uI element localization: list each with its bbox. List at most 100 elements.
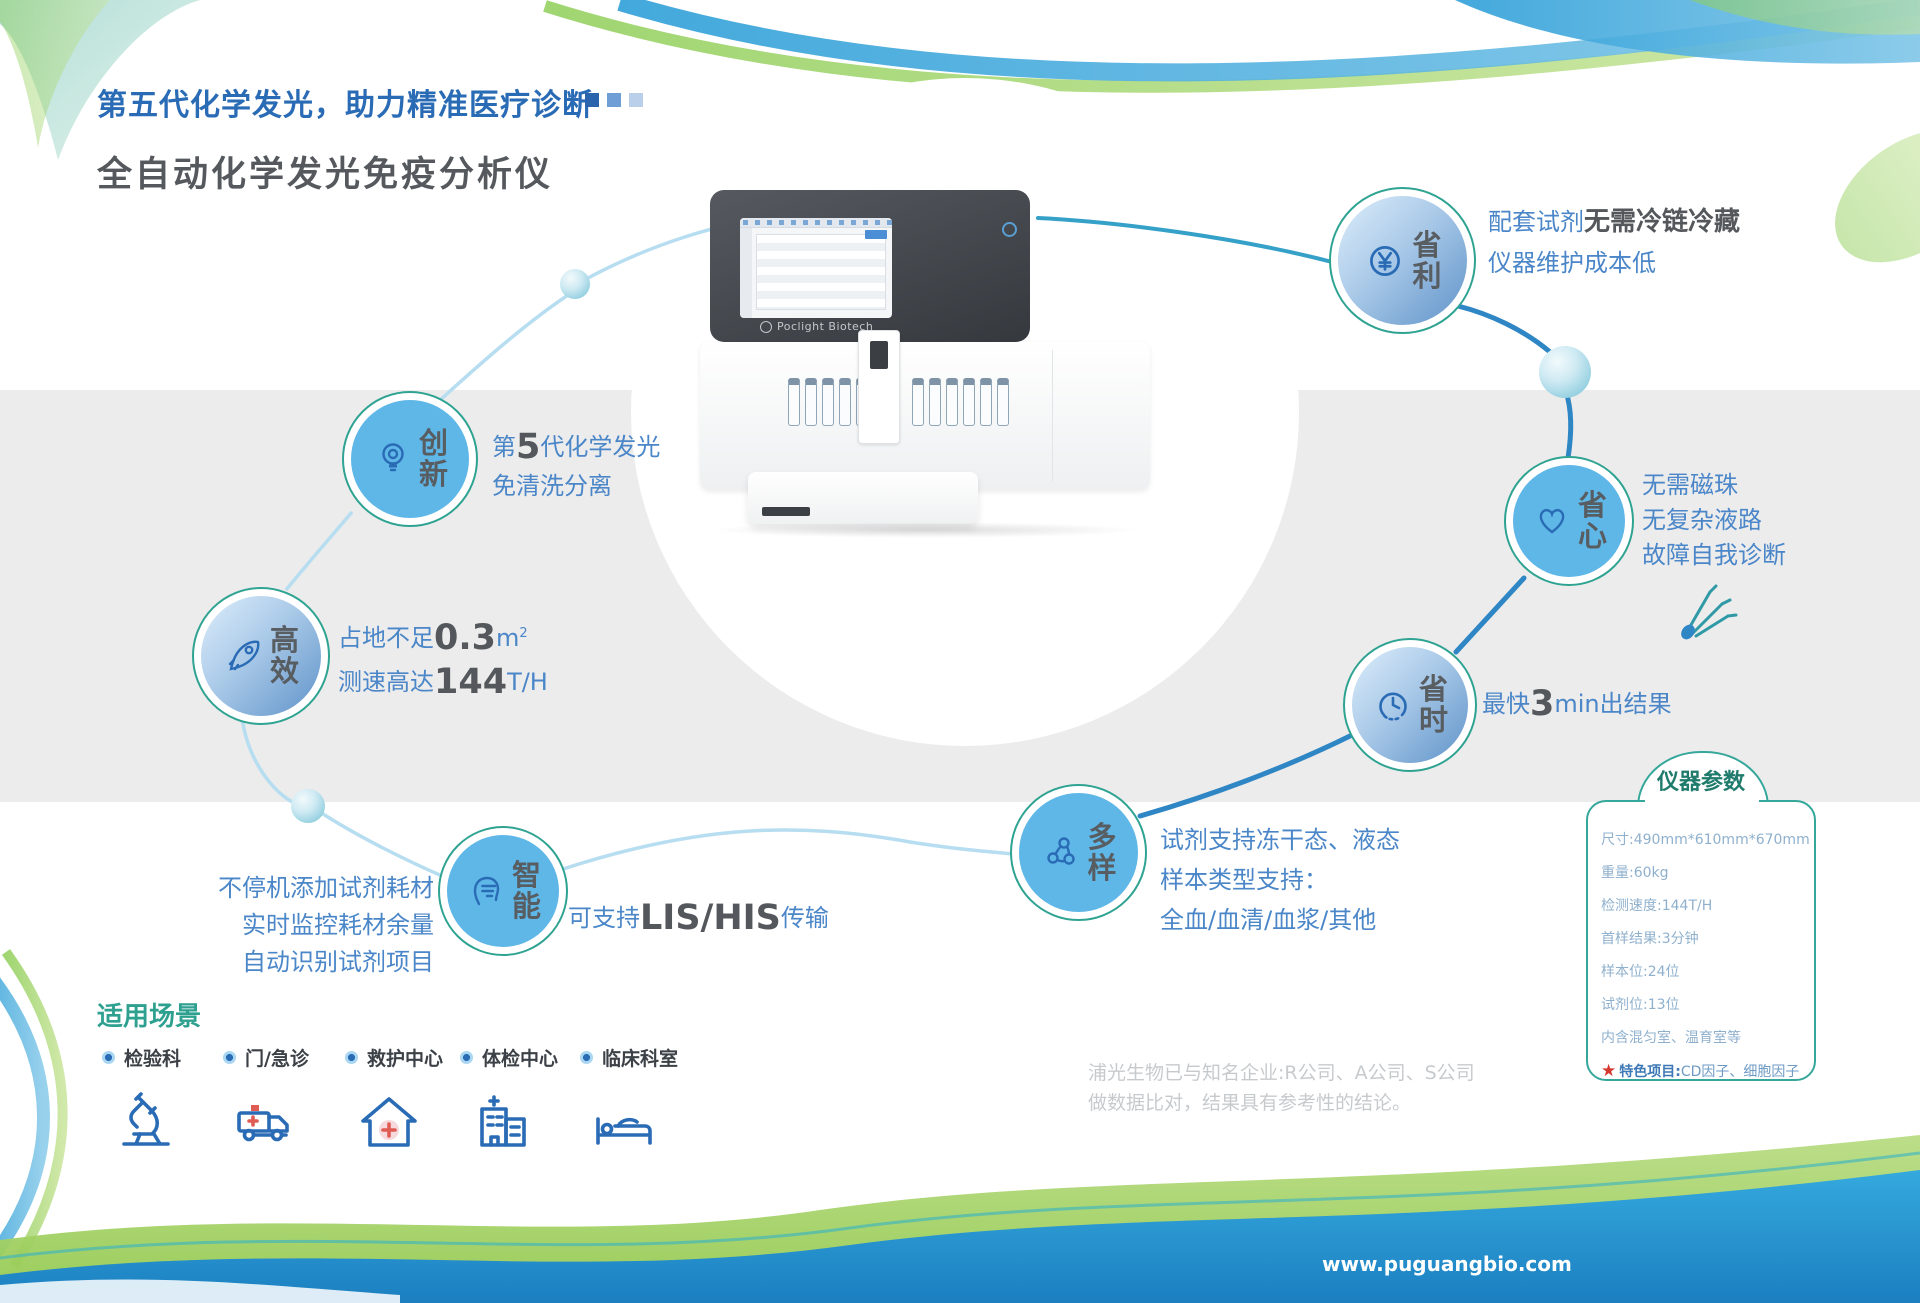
param-item: 样本位:24位 bbox=[1601, 964, 1680, 980]
seg-sup: 2 bbox=[519, 626, 528, 641]
bullet-icon bbox=[223, 1051, 236, 1064]
medical-house-icon bbox=[361, 1097, 417, 1147]
feature-smart-left-text: 不停机添加试剂耗材 实时监控耗材余量 自动识别试剂项目 bbox=[198, 870, 434, 981]
badge-worry-free: 省心 bbox=[1504, 456, 1634, 586]
scenario-label: 体检中心 bbox=[482, 1048, 559, 1070]
scenario-emergency: 门/急诊 bbox=[223, 1044, 353, 1163]
badge-efficiency-circle: 高效 bbox=[201, 596, 321, 716]
feature-line: 样本类型支持： bbox=[1160, 866, 1328, 894]
badge-variety-circle: 多样 bbox=[1019, 793, 1138, 912]
scenarios-title: 适用场景 bbox=[97, 1002, 202, 1032]
patient-bed-icon bbox=[596, 1117, 652, 1145]
feature-innovation-text: 第5代化学发光 免清洗分离 bbox=[492, 428, 660, 506]
badge-save-money: 省利 bbox=[1329, 187, 1476, 334]
feature-worry-free-text: 无需磁珠 无复杂液路 故障自我诊断 bbox=[1642, 468, 1786, 573]
yen-icon bbox=[1370, 245, 1400, 276]
badge-efficiency: 高效 bbox=[192, 587, 330, 725]
feature-line: 配套试剂无需冷链冷藏 bbox=[1488, 202, 1740, 243]
seg: m bbox=[496, 624, 520, 652]
hospital-building-icon bbox=[480, 1095, 526, 1147]
seg-big: 0.3 bbox=[434, 618, 497, 658]
badge-smart: 智能 bbox=[438, 826, 568, 956]
molecule-icon bbox=[1047, 836, 1075, 865]
watermark-note: 浦光生物已与知名企业:R公司、A公司、S公司 做数据比对，结果具有参考性的结论。 bbox=[1088, 1058, 1475, 1118]
param-item: 尺寸:490mm*610mm*670mm bbox=[1601, 832, 1810, 848]
badge-smart-label: 智能 bbox=[511, 858, 541, 923]
product-name: 全自动化学发光免疫分析仪 bbox=[97, 155, 554, 195]
feature-smart-right-text: 可支持LIS/HIS传输 bbox=[568, 898, 829, 936]
param-item: 试剂位:13位 bbox=[1601, 997, 1680, 1013]
params-list: 尺寸:490mm*610mm*670mm 重量:60kg 检测速度:144T/H… bbox=[1601, 824, 1810, 1088]
seg: 最快 bbox=[1482, 690, 1530, 718]
param-featured-item: ★特色项目:CD因子、细胞因子 bbox=[1601, 1055, 1801, 1088]
scenario-label: 救护中心 bbox=[367, 1048, 444, 1070]
title-accent-squares bbox=[585, 93, 643, 107]
feature-line: 免清洗分离 bbox=[492, 472, 612, 500]
seg: 传输 bbox=[780, 904, 829, 932]
vial bbox=[839, 378, 851, 426]
vial bbox=[805, 378, 817, 426]
badge-variety-label: 多样 bbox=[1087, 819, 1117, 885]
dispenser-slot bbox=[870, 341, 888, 369]
badge-smart-circle: 智能 bbox=[447, 835, 559, 947]
params-panel bbox=[1586, 800, 1816, 1081]
feature-line: 第5代化学发光 bbox=[492, 428, 660, 467]
feature-line: 试剂支持冻干态、液态 bbox=[1160, 826, 1400, 854]
feature-save-money-text: 配套试剂无需冷链冷藏 仪器维护成本低 bbox=[1488, 202, 1740, 284]
website-url: www.puguangbio.com bbox=[1322, 1252, 1572, 1276]
param-item: 首样结果:3分钟 bbox=[1601, 931, 1699, 947]
seg-big: 无需冷链冷藏 bbox=[1584, 207, 1741, 237]
params-panel-seam-cover bbox=[1645, 799, 1759, 807]
badge-worry-free-label: 省心 bbox=[1577, 488, 1607, 553]
seg-big: 144 bbox=[434, 662, 508, 702]
lightbulb-icon bbox=[381, 443, 404, 472]
seg: 可支持 bbox=[568, 904, 640, 932]
vial bbox=[788, 378, 800, 426]
bullet-icon bbox=[102, 1051, 115, 1064]
params-panel-title: 仪器参数 bbox=[1656, 770, 1745, 795]
vial bbox=[946, 378, 958, 426]
ambulance-icon bbox=[237, 1105, 289, 1142]
scenario-label: 门/急诊 bbox=[245, 1048, 309, 1070]
brand-lockup: Poclight Biotech bbox=[760, 320, 873, 333]
brand-logo-icon bbox=[760, 320, 772, 333]
heart-icon bbox=[1539, 508, 1564, 534]
analyzer-top-unit: Poclight Biotech bbox=[710, 190, 1030, 342]
feature-line: 故障自我诊断 bbox=[1642, 541, 1786, 569]
badge-innovation: 创新 bbox=[342, 391, 478, 527]
seg: 代化学发光 bbox=[540, 433, 661, 461]
scenario-head: 救护中心 bbox=[345, 1044, 475, 1071]
feature-line: 无复杂液路 bbox=[1642, 506, 1762, 534]
rocket-icon bbox=[228, 640, 259, 671]
analyzer-body bbox=[700, 342, 1150, 490]
seg: 配套试剂 bbox=[1488, 208, 1584, 236]
dispenser-module bbox=[858, 330, 900, 444]
badge-worry-free-circle: 省心 bbox=[1513, 465, 1625, 577]
seg: 第 bbox=[492, 433, 516, 461]
bullet-icon bbox=[460, 1051, 473, 1064]
scenario-lab: 检验科 bbox=[102, 1044, 232, 1163]
param-item: 内含混匀室、温育室等 bbox=[1601, 1030, 1741, 1046]
vial bbox=[963, 378, 975, 426]
sample-drawer bbox=[748, 472, 978, 524]
analyzer-seam bbox=[1052, 350, 1053, 482]
param-item: 重量:60kg bbox=[1601, 865, 1669, 881]
scenario-head: 检验科 bbox=[102, 1044, 232, 1071]
seg-big: LIS/HIS bbox=[640, 898, 781, 938]
star-icon: ★ bbox=[1601, 1061, 1617, 1081]
reagent-vials-right bbox=[912, 378, 1009, 426]
featured-label: 特色项目: bbox=[1619, 1064, 1681, 1080]
ai-face-icon bbox=[473, 876, 499, 906]
shuttlecock-icon bbox=[1681, 584, 1738, 640]
scenario-label: 检验科 bbox=[124, 1048, 182, 1070]
featured-value: CD因子、细胞因子 bbox=[1680, 1064, 1800, 1080]
feature-line: 无需磁珠 bbox=[1642, 471, 1738, 499]
badge-save-time-circle: 省时 bbox=[1352, 647, 1468, 763]
feature-variety-text: 试剂支持冻干态、液态 样本类型支持： 全血/血清/血浆/其他 bbox=[1160, 820, 1400, 940]
watermark-line: 浦光生物已与知名企业:R公司、A公司、S公司 bbox=[1088, 1062, 1475, 1084]
scenario-head: 体检中心 bbox=[460, 1044, 590, 1071]
watermark-line: 做数据比对，结果具有参考性的结论。 bbox=[1088, 1092, 1412, 1114]
scenario-label: 临床科室 bbox=[602, 1048, 679, 1070]
analyzer-screen bbox=[740, 218, 892, 318]
